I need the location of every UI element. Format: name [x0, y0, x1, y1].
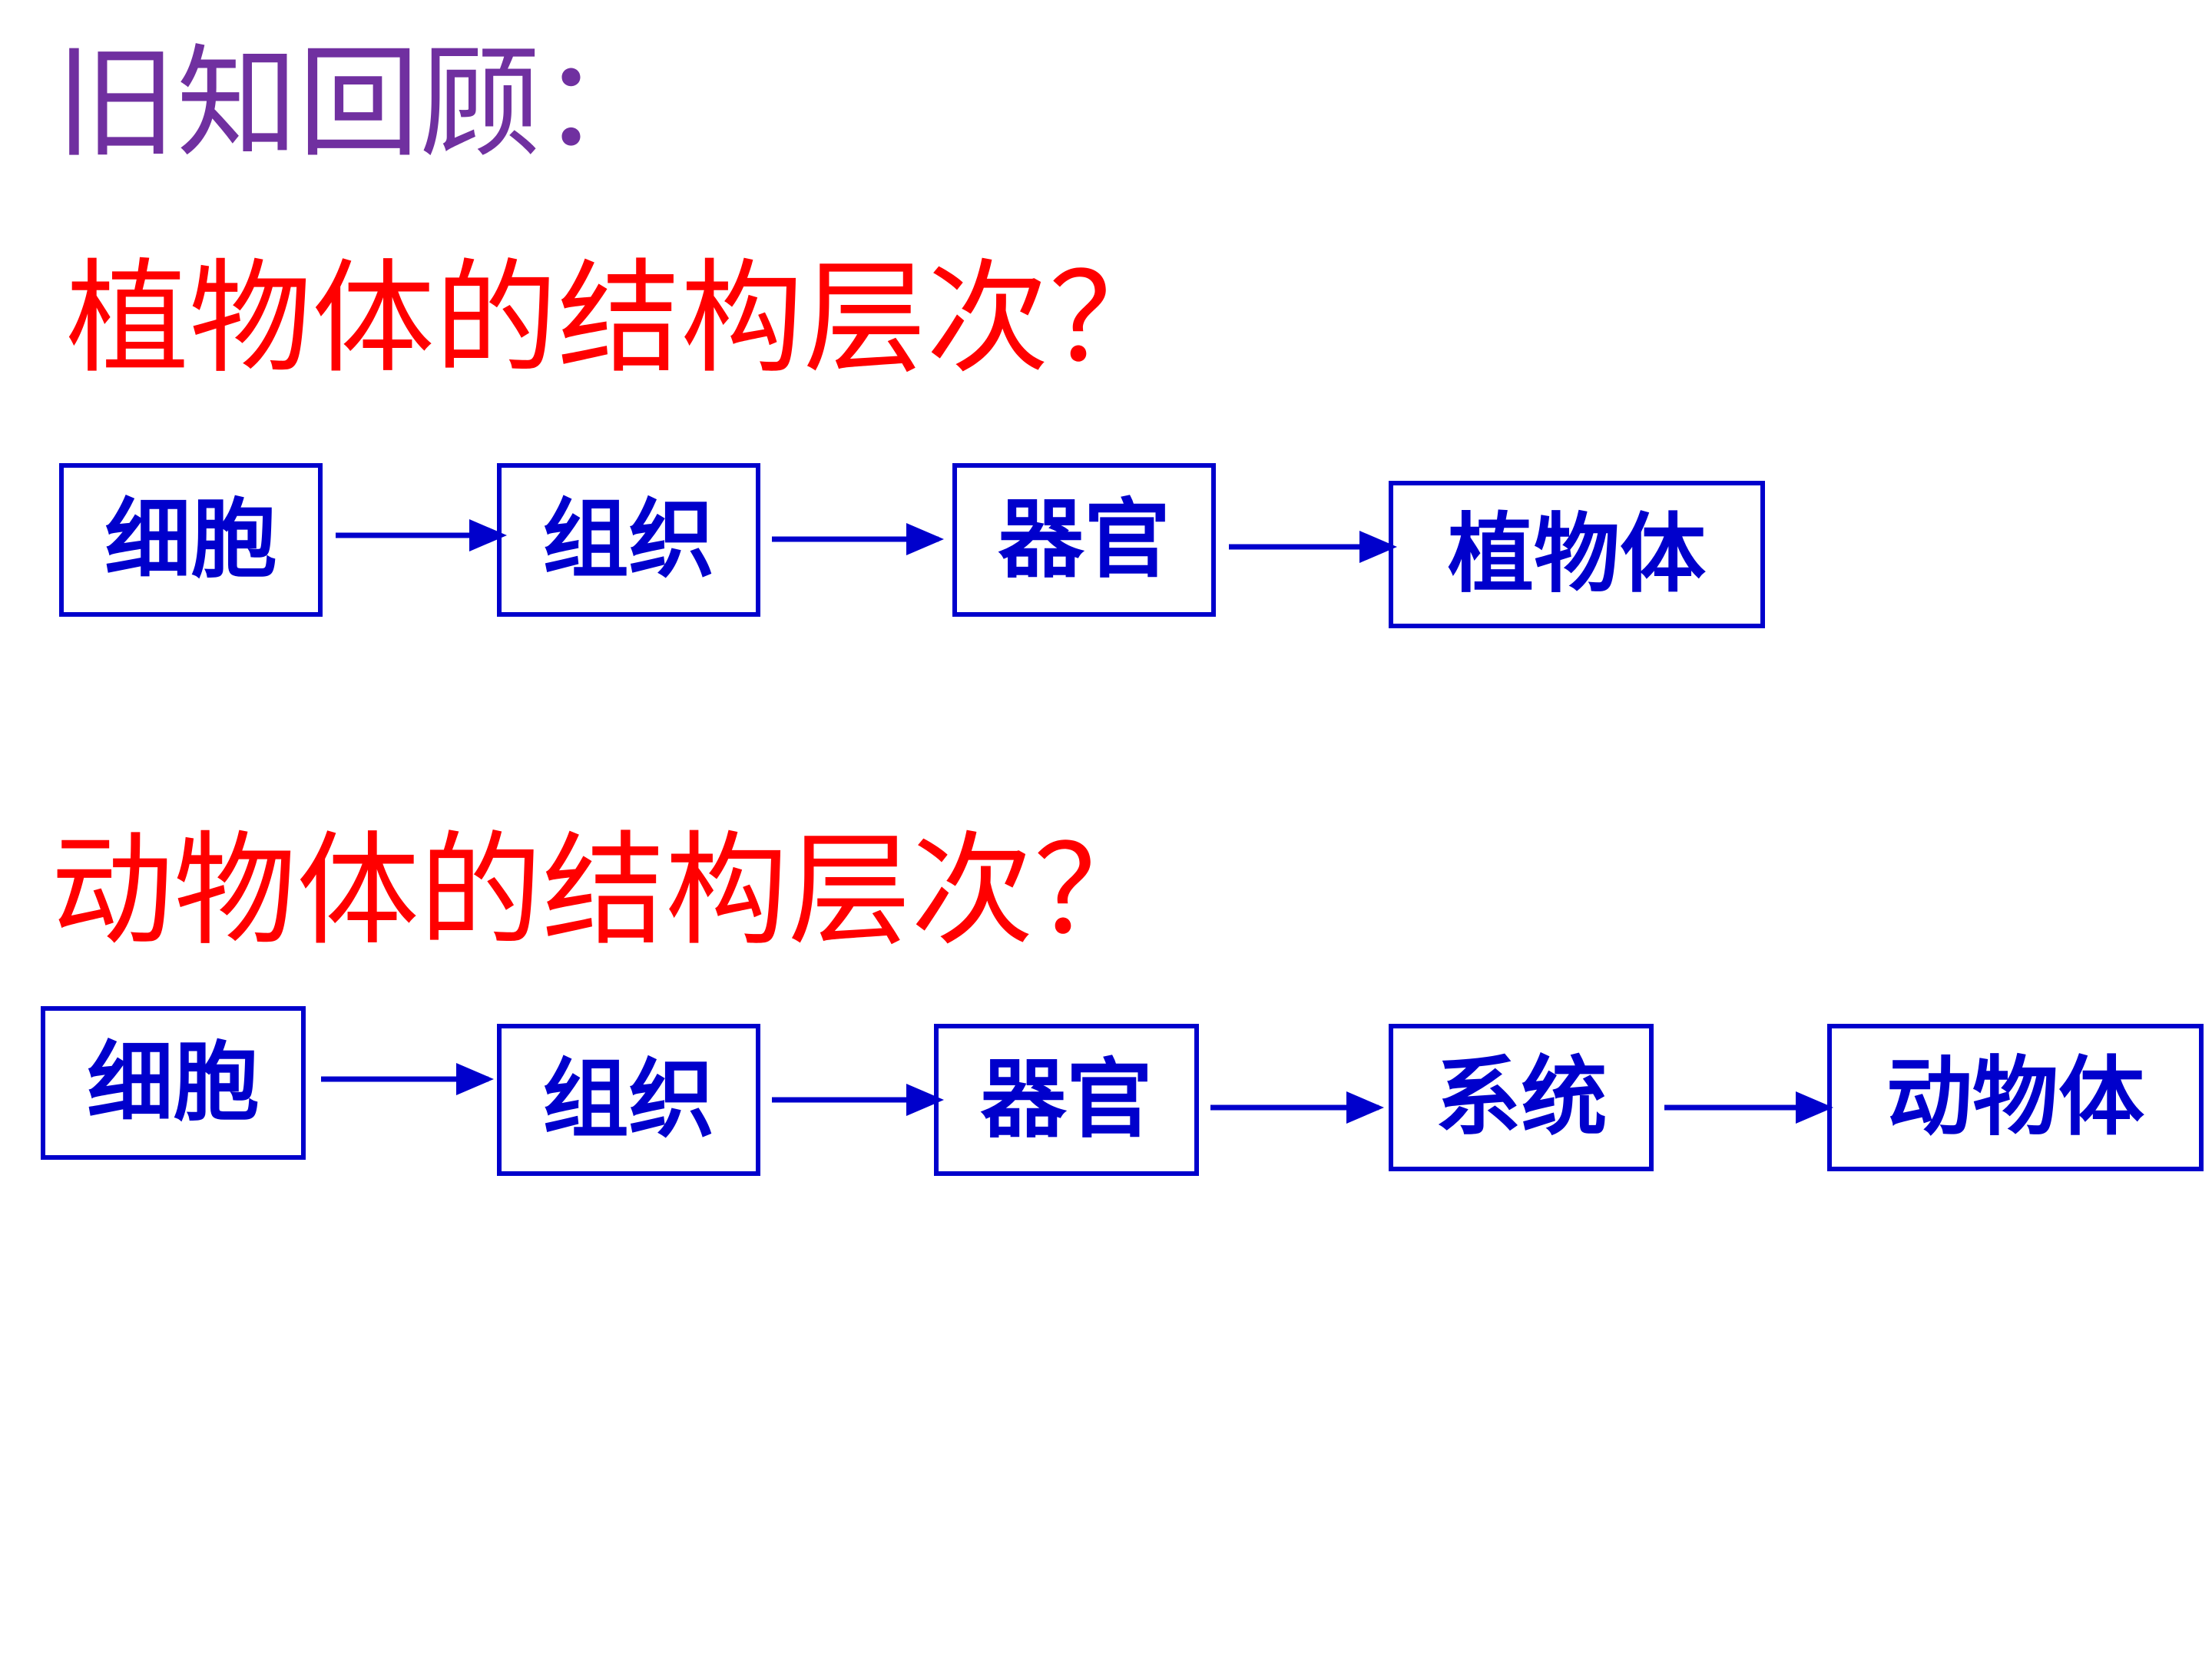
plant-step-cell: 细胞	[59, 463, 323, 617]
animal-step-cell: 细胞	[41, 1006, 306, 1160]
animal-step-organ: 器官	[934, 1024, 1199, 1176]
plant-step-organ: 器官	[952, 463, 1216, 617]
animal-step-tissue: 组织	[497, 1024, 760, 1176]
animal-step-system: 系统	[1389, 1024, 1654, 1171]
animal-question: 动物体的结构层次？	[51, 819, 1157, 962]
review-title: 旧知回顾：	[55, 33, 662, 174]
plant-step-tissue: 组织	[497, 463, 760, 617]
plant-question: 植物体的结构层次？	[66, 247, 1173, 390]
